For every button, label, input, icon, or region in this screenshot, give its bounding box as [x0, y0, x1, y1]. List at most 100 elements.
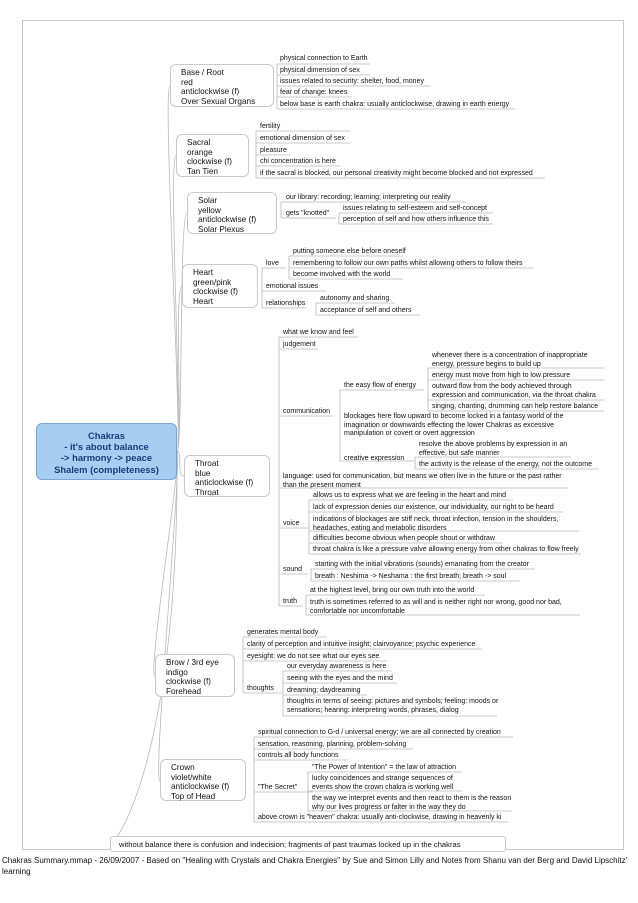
connector [176, 450, 185, 477]
note[interactable]: breath : Neshima -> Neshama : the first … [315, 573, 507, 580]
chakra-crown-node[interactable]: Crown violet/white anticlockwise (f) Top… [160, 759, 246, 801]
node-line: Throat [195, 487, 219, 497]
note[interactable]: become involved with the world [293, 271, 391, 278]
footer-caption: Chakras Summary.mmap - 26/09/2007 - Base… [2, 856, 628, 876]
chakra-throat-node[interactable]: Throat blue anticlockwise (f) Throat [184, 455, 270, 497]
the-secret-label[interactable]: "The Secret" [258, 784, 298, 791]
node-line: Solar Plexus [198, 224, 244, 234]
note[interactable]: issues relating to self-esteem and self-… [343, 205, 487, 212]
node-line: clockwise (f) [193, 287, 239, 297]
communication-label[interactable]: communication [283, 408, 331, 415]
note[interactable]: our library: recording; learning; interp… [286, 194, 451, 201]
note[interactable]: above crown is "heaven" chakra: usually … [258, 814, 502, 821]
connector [158, 450, 179, 782]
sound-label[interactable]: sound [283, 566, 303, 573]
node-line: Tan Tien [187, 166, 218, 176]
note[interactable]: thoughts in terms of seeing: pictures an… [287, 698, 499, 714]
node-line: Heart [193, 268, 214, 277]
note[interactable]: whenever there is a concentration of ina… [432, 352, 588, 368]
chakra-sacral-node[interactable]: Sacral orange clockwise (f) Tan Tien [176, 134, 249, 177]
note[interactable]: clarity of perception and intuitive insi… [247, 641, 476, 648]
note[interactable]: perception of self and how others influe… [343, 216, 489, 223]
note[interactable]: issues related to security: shelter, foo… [280, 78, 424, 85]
connector [176, 285, 183, 452]
note[interactable]: autonomy and sharing [320, 295, 390, 302]
summary-topic[interactable]: without balance there is confusion and i… [110, 836, 506, 852]
note[interactable]: difficulties become obvious when people … [313, 535, 495, 542]
note[interactable]: spiritual connection to G-d / universal … [258, 729, 501, 736]
node-line: Heart [193, 296, 214, 306]
note[interactable]: language: used for communication, but me… [283, 473, 562, 489]
note[interactable]: truth is sometimes referred to as will a… [310, 599, 562, 615]
note[interactable]: seeing with the eyes and the mind [287, 675, 393, 682]
note[interactable]: generates mental body [247, 629, 319, 636]
node-line: green/pink [193, 277, 232, 287]
note[interactable]: lack of expression denies our existence,… [313, 504, 554, 511]
emotional-issues[interactable]: emotional issues [266, 283, 319, 290]
note[interactable]: at the highest level, bring our own trut… [310, 587, 475, 594]
note[interactable]: resolve the above problems by expression… [419, 441, 568, 457]
note[interactable]: allows us to express what we are feeling… [313, 492, 506, 499]
note[interactable]: emotional dimension of sex [260, 135, 345, 142]
note[interactable]: singing, chanting, drumming can help res… [432, 403, 599, 410]
connector [173, 155, 179, 452]
note[interactable]: physical dimension of sex [280, 67, 360, 74]
note[interactable]: pleasure [260, 147, 287, 154]
node-line: clockwise (f) [166, 677, 212, 687]
note[interactable]: starting with the initial vibrations (so… [315, 561, 529, 568]
note[interactable]: fear of change: knees [280, 89, 348, 96]
central-line: Shalem (completeness) [54, 463, 159, 475]
node-line: Forehead [166, 686, 202, 696]
knotted-label[interactable]: gets "knotted" [286, 210, 330, 217]
chakra-brow-node[interactable]: Brow / 3rd eye indigo clockwise (f) Fore… [155, 654, 235, 697]
note[interactable]: what we know and feel [283, 329, 354, 336]
note[interactable]: fertility [260, 123, 281, 130]
chakra-base-node[interactable]: Base / Root red anticlockwise (f) Over S… [170, 64, 274, 107]
note[interactable]: blockages here flow upward to become loc… [344, 413, 564, 437]
note[interactable]: dreaming; daydreaming [287, 687, 361, 694]
truth-label[interactable]: truth [283, 598, 298, 605]
note[interactable]: energy must move from high to low pressu… [432, 372, 571, 379]
note[interactable]: sensation, reasoning, planning, problem-… [258, 741, 407, 748]
note[interactable]: remembering to follow our own paths whil… [293, 260, 523, 267]
node-line: Base / Root [181, 68, 224, 77]
note[interactable]: throat chakra is like a pressure valve a… [313, 546, 579, 553]
note[interactable]: "The Power of Intention" = the law of at… [312, 764, 457, 771]
central-line: - it's about balance [64, 441, 149, 453]
central-topic[interactable]: Chakras - it's about balance -> harmony … [36, 423, 177, 480]
node-line: anticlockwise (f) [195, 478, 254, 488]
note[interactable]: controls all body functions [258, 752, 339, 759]
note[interactable]: the way we interpret events and then rea… [312, 795, 512, 811]
love-label[interactable]: love [266, 260, 279, 267]
node-line: Brow / 3rd eye [166, 658, 219, 667]
easy-flow-label[interactable]: the easy flow of energy [344, 382, 416, 389]
note[interactable]: physical connection to Earth [280, 55, 368, 62]
note[interactable]: indications of blockages are stiff neck,… [313, 516, 559, 532]
node-line: anticlockwise (f) [198, 215, 257, 225]
note[interactable]: below base is earth chakra: usually anti… [280, 101, 510, 108]
voice-label[interactable]: voice [283, 520, 300, 527]
note[interactable]: putting someone else before oneself [293, 248, 406, 255]
note[interactable]: outward flow from the body achieved thro… [432, 383, 596, 399]
chakra-heart-node[interactable]: Heart green/pink clockwise (f) Heart [182, 264, 258, 308]
note[interactable]: judgement [283, 341, 316, 348]
node-line: yellow [198, 205, 221, 215]
note[interactable]: lucky coincidences and strange sequences… [312, 775, 454, 791]
relationships-label[interactable]: relationships [266, 300, 306, 307]
node-line: clockwise (f) [187, 157, 233, 167]
thoughts-label[interactable]: thoughts [247, 685, 274, 692]
note[interactable]: chi concentration is here [260, 158, 336, 165]
central-line: -> harmony -> peace [60, 452, 153, 464]
node-line: Solar [198, 196, 218, 205]
note[interactable]: our everyday awareness is here [287, 663, 387, 670]
note[interactable]: acceptance of self and others [320, 307, 412, 314]
node-line: Crown [171, 763, 195, 772]
node-line: anticlockwise (f) [171, 782, 230, 792]
chakra-solar-node[interactable]: Solar yellow anticlockwise (f) Solar Ple… [187, 192, 277, 234]
note[interactable]: if the sacral is blocked, our personal c… [260, 170, 533, 177]
note[interactable]: the activity is the release of the energ… [419, 461, 593, 468]
creative-expression-label[interactable]: creative expression [344, 455, 405, 462]
node-line: Top of Head [171, 791, 216, 801]
note[interactable]: eyesight: we do not see what our eyes se… [247, 653, 380, 660]
